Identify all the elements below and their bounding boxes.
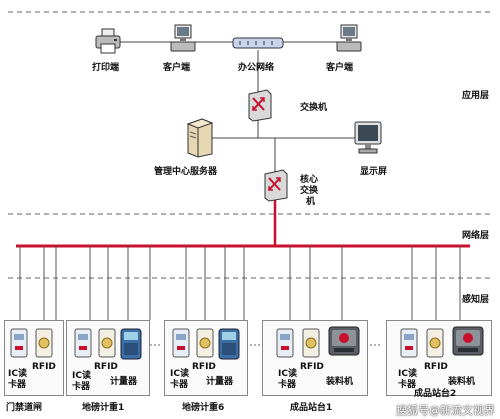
watermark-text: 搜狐号@新流文视界: [396, 404, 495, 417]
device-label-ic-line2: 卡器: [398, 380, 417, 390]
weighing-meter-icon: [218, 328, 240, 360]
client-computer-icon: [336, 24, 362, 52]
switch-label: 交换机: [300, 103, 328, 113]
rfid-reader-icon: [98, 328, 116, 358]
loader-machine-icon: [452, 326, 484, 356]
device-label-ic-line2: 卡器: [170, 380, 189, 390]
device-label-ic-line1: IC读: [278, 369, 297, 379]
ic-card-reader-icon: [10, 328, 28, 358]
display-label: 显示屏: [360, 167, 388, 177]
device-label-ic-line1: IC读: [170, 369, 189, 379]
layer-label-perception: 感知层: [462, 295, 490, 305]
drop-lines: [19, 246, 461, 320]
device-label-meter: 计量器: [110, 377, 138, 387]
core-switch-label-2: 交换: [300, 186, 319, 196]
rfid-reader-icon: [196, 328, 214, 358]
display-monitor-icon: [354, 121, 382, 154]
loader-machine-icon: [328, 326, 360, 356]
core-switch-label-1: 核心: [300, 175, 319, 185]
printer-icon: [95, 28, 121, 54]
ic-card-reader-icon: [276, 328, 294, 358]
device-label-rfid: RFID: [300, 362, 324, 372]
group-name-platform1: 成品站台1: [290, 403, 333, 413]
weighing-meter-icon: [120, 328, 142, 360]
device-label-loader: 装料机: [448, 377, 476, 387]
server-icon: [186, 118, 214, 158]
rfid-reader-icon: [426, 328, 444, 358]
device-label-rfid: RFID: [32, 362, 56, 372]
client1-label: 客户端: [163, 63, 191, 73]
device-label-loader: 装料机: [326, 377, 354, 387]
group-name-weigh6: 地磅计重6: [182, 403, 225, 413]
device-label-meter: 计量器: [206, 377, 234, 387]
server-label: 管理中心服务器: [154, 167, 218, 177]
switch-icon: [248, 89, 272, 122]
client2-label: 客户端: [326, 63, 354, 73]
device-label-rfid: RFID: [192, 362, 216, 372]
ic-card-reader-icon: [400, 328, 418, 358]
layer-label-application: 应用层: [462, 91, 490, 101]
device-label-ic-line1: IC读: [8, 369, 27, 379]
device-label-ic-line1: IC读: [72, 371, 91, 381]
device-label-rfid: RFID: [424, 362, 448, 372]
rfid-reader-icon: [302, 328, 320, 358]
client-computer-icon: [170, 24, 196, 52]
group-name-gate: 门禁道闸: [6, 403, 43, 413]
device-label-ic-line2: 卡器: [72, 382, 91, 392]
core-switch-icon: [264, 169, 288, 202]
ic-card-reader-icon: [172, 328, 190, 358]
office-network-label: 办公网络: [238, 63, 275, 73]
device-label-rfid: RFID: [94, 362, 118, 372]
core-switch-label-3: 机: [306, 197, 316, 207]
layer-label-network: 网络层: [462, 231, 490, 241]
device-label-ic-line2: 卡器: [8, 380, 27, 390]
device-label-ic-line2: 卡器: [278, 380, 297, 390]
rfid-reader-icon: [35, 328, 53, 358]
device-label-ic-line1: IC读: [398, 369, 417, 379]
ic-card-reader-icon: [74, 328, 92, 358]
printer-label: 打印端: [92, 63, 120, 73]
group-name-platform2: 成品站台2: [414, 389, 457, 399]
office-network-hub-icon: [232, 37, 284, 49]
group-name-weigh1: 地磅计重1: [82, 403, 125, 413]
